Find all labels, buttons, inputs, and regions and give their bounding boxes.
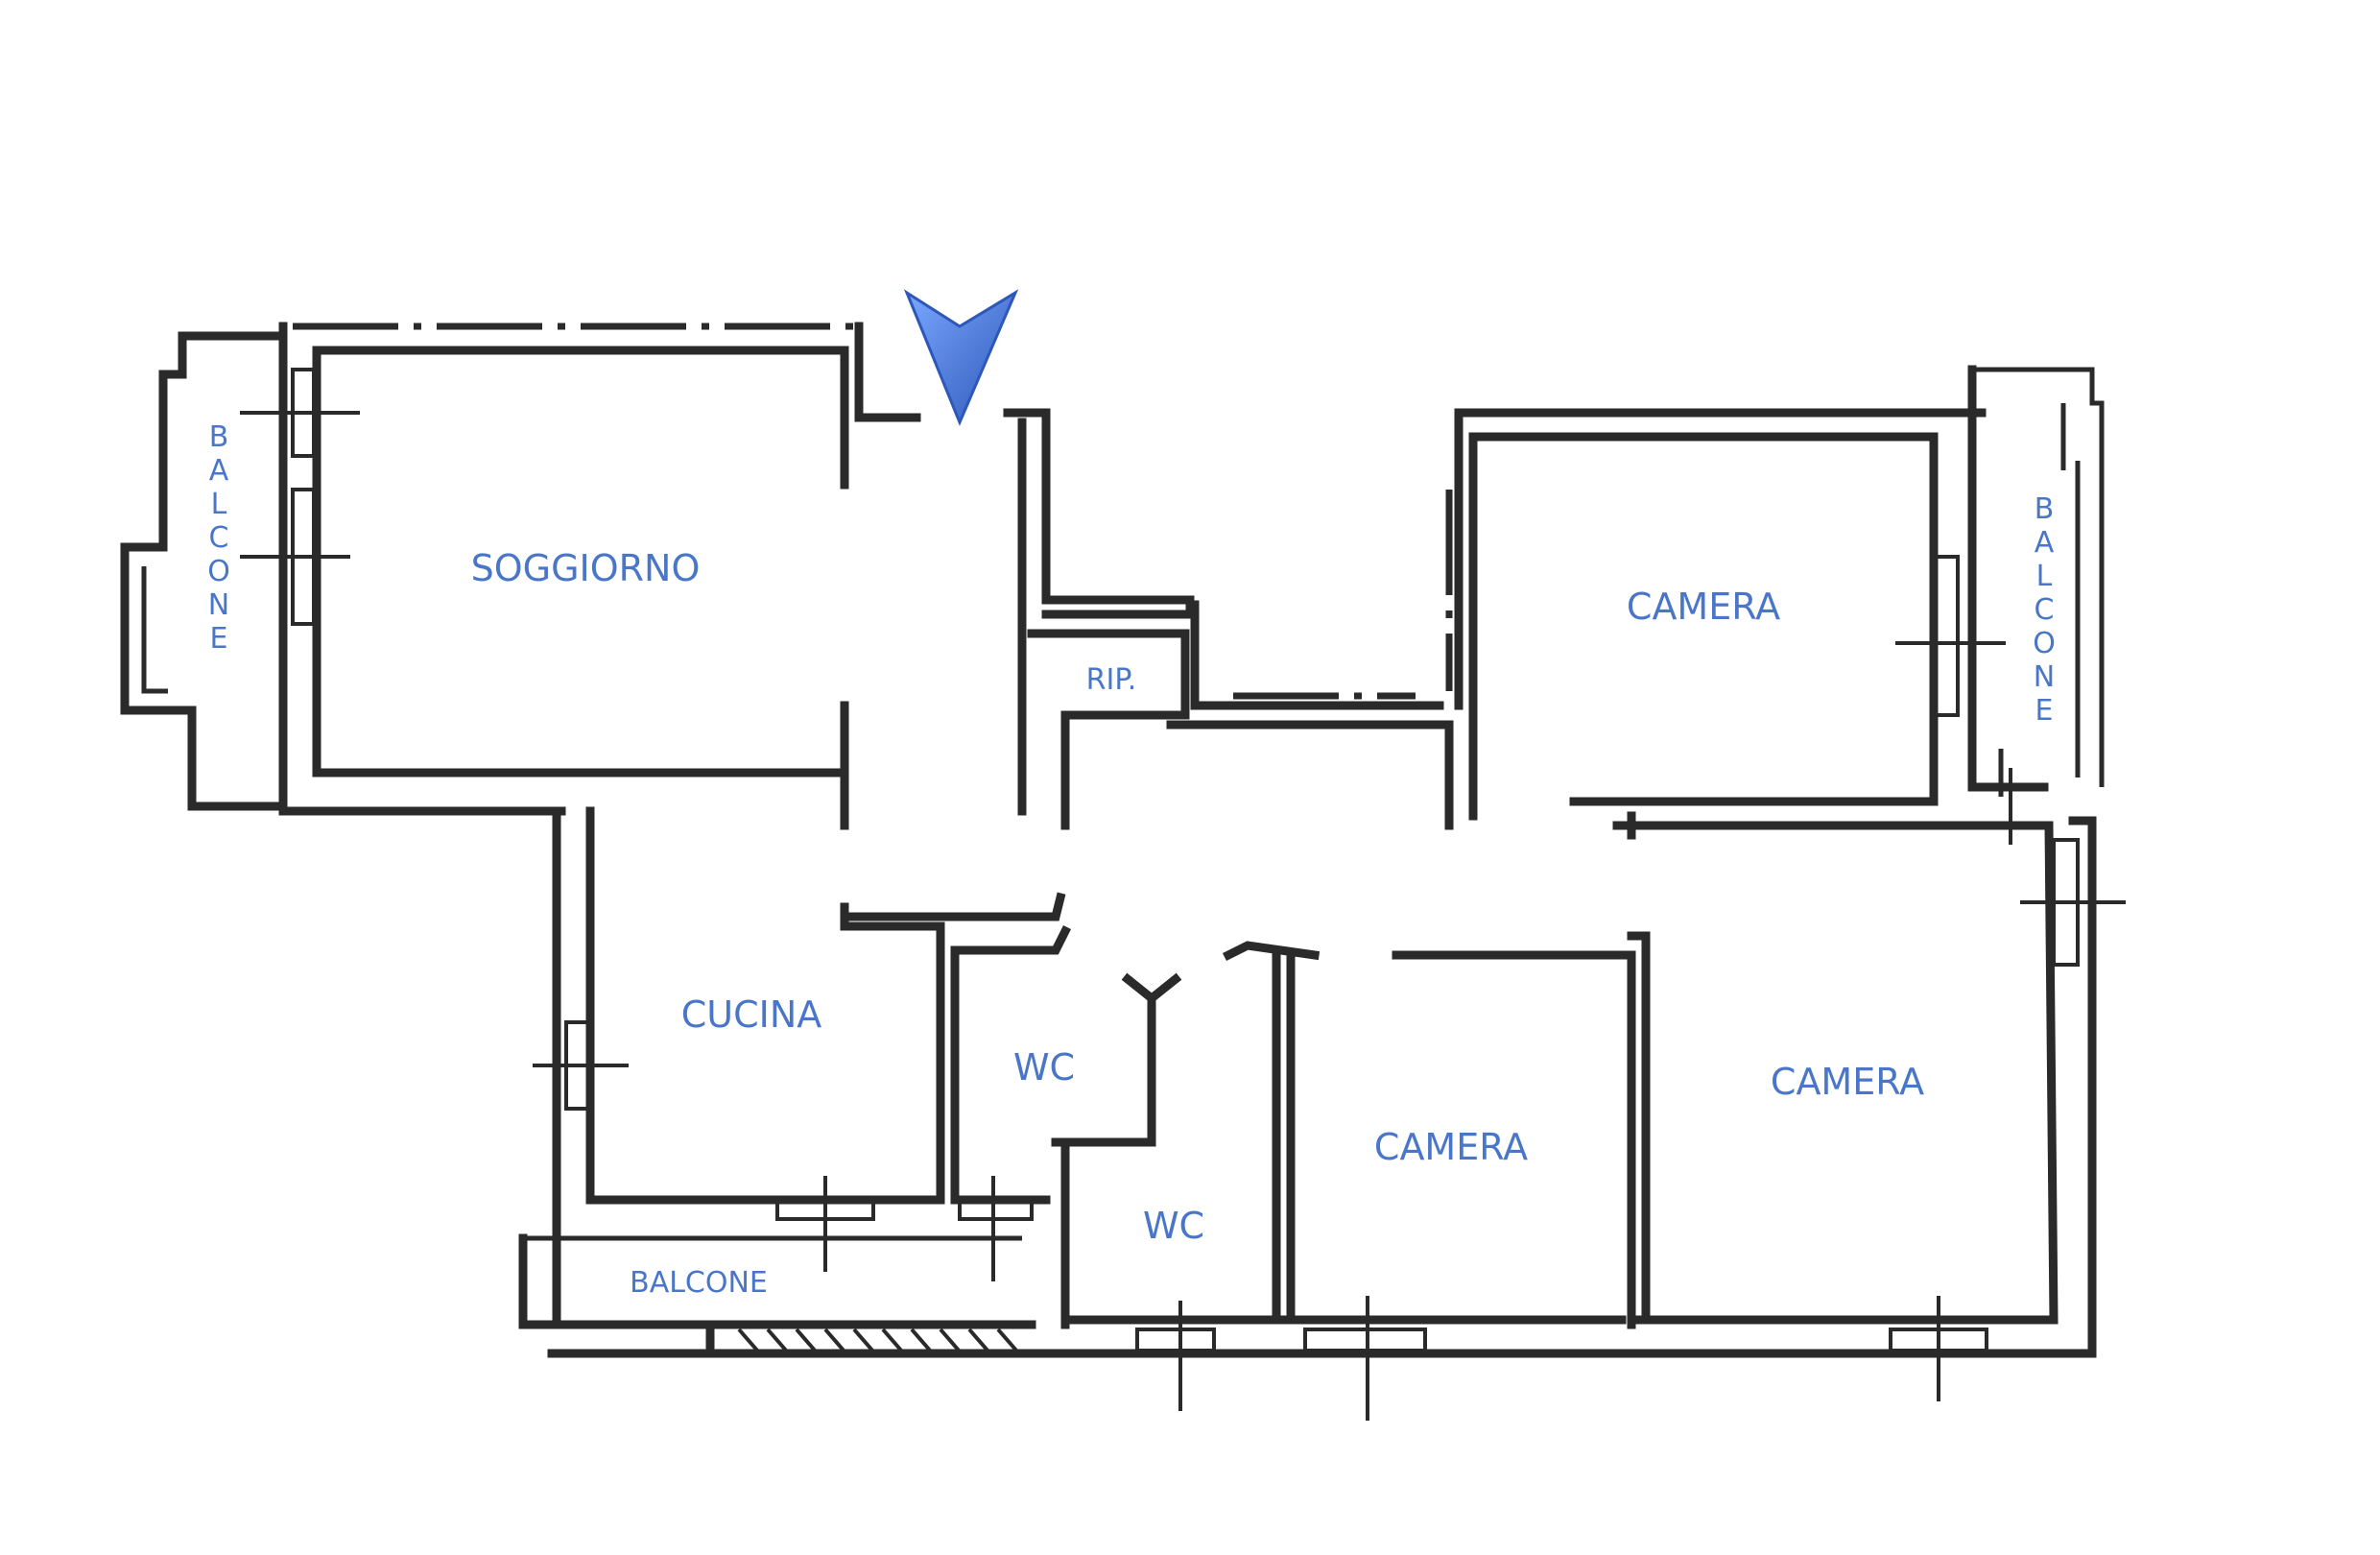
room-wc-2 [1051,993,1291,1411]
label-soggiorno: SOGGIORNO [471,547,701,589]
label-camera-mid: CAMERA [1374,1126,1528,1168]
room-cucina [533,806,1066,1329]
balcone-left-letter: L [211,488,227,521]
label-wc-1: WC [1013,1046,1075,1088]
room-soggiorno [240,322,921,830]
balcone-left-letter: A [209,454,229,488]
room-camera-right [1612,768,2126,1401]
balcone-right-letter: B [2035,492,2055,526]
balcone-right-letter: A [2035,526,2055,560]
balcony-left [120,331,288,811]
balcony-right [1967,365,2105,797]
room-rip [1003,408,1454,830]
balcone-right-letter: N [2034,660,2055,694]
room-camera-top [1445,408,2006,821]
north-arrow-icon [903,289,1019,426]
label-wc-2: WC [1143,1205,1204,1247]
room-camera-mid [1222,941,1636,1421]
balcone-left-letter: B [209,420,229,454]
balcony-railing-hatch [737,1328,1019,1353]
label-cucina: CUCINA [681,993,822,1036]
balcone-left-letter: C [209,521,229,555]
label-balcone-right: B A L C O N E [2033,492,2056,728]
balcone-right-letter: L [2036,560,2053,593]
balcony-bottom [518,1233,2097,1358]
label-balcone-bottom: BALCONE [630,1266,768,1300]
balcone-left-letter: N [208,588,229,622]
label-rip: RIP. [1086,663,1137,697]
balcone-left-letter: O [207,555,230,588]
label-camera-top: CAMERA [1627,586,1780,628]
balcone-right-letter: O [2033,627,2056,660]
balcone-right-letter: C [2035,593,2055,627]
balcone-right-letter: E [2035,694,2054,728]
label-balcone-left: B A L C O N E [207,420,230,656]
label-camera-right: CAMERA [1771,1061,1924,1103]
balcone-left-letter: E [210,622,228,656]
